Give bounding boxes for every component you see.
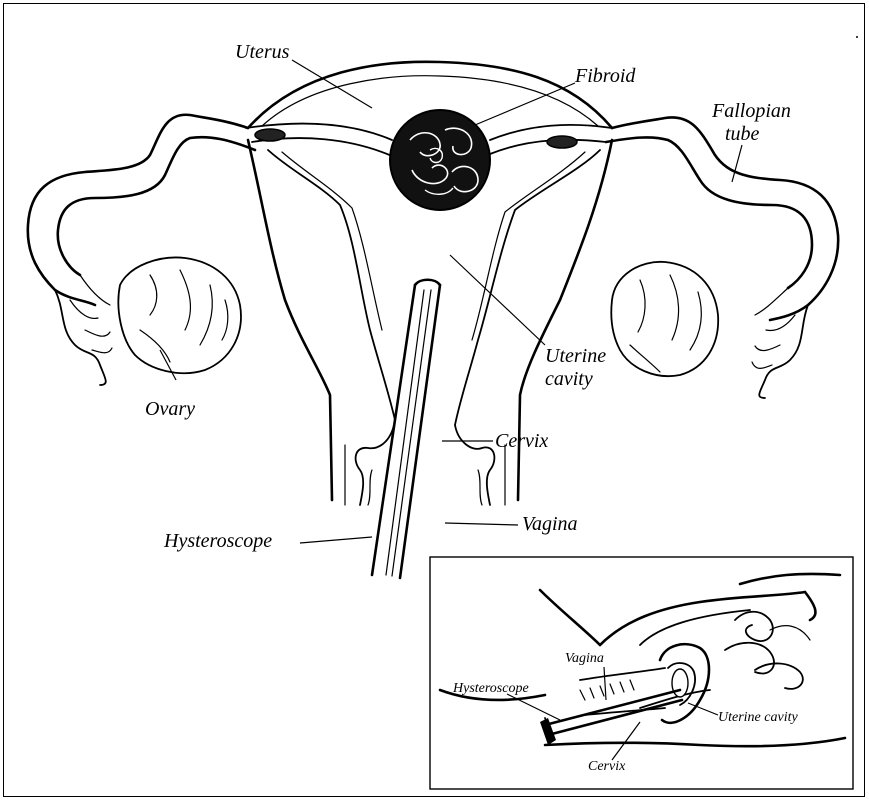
inset-label-uterine-cavity: Uterine cavity <box>718 710 798 725</box>
label-uterine-cavity-line1: Uterine <box>545 345 606 367</box>
label-ovary: Ovary <box>145 398 195 420</box>
label-fallopian-tube-line2: tube <box>725 123 760 145</box>
label-vagina: Vagina <box>522 513 578 535</box>
right-fallopian-tube-drawing <box>606 117 838 398</box>
left-fallopian-tube-drawing <box>28 115 255 385</box>
inset-panel <box>430 557 853 789</box>
label-fallopian-tube-line1: Fallopian <box>711 100 791 122</box>
label-cervix: Cervix <box>495 430 548 452</box>
right-ovary-drawing <box>611 262 718 376</box>
label-fibroid: Fibroid <box>574 65 636 87</box>
stray-dot <box>856 36 858 38</box>
hysteroscope-drawing <box>372 280 440 578</box>
inset-label-hysteroscope: Hysteroscope <box>452 681 529 696</box>
label-uterine-cavity-line2: cavity <box>545 368 593 390</box>
inset-label-vagina: Vagina <box>565 651 604 666</box>
label-hysteroscope: Hysteroscope <box>163 530 272 552</box>
left-ovary-drawing <box>118 257 241 373</box>
label-uterus: Uterus <box>235 41 290 63</box>
inset-label-cervix: Cervix <box>588 759 626 774</box>
